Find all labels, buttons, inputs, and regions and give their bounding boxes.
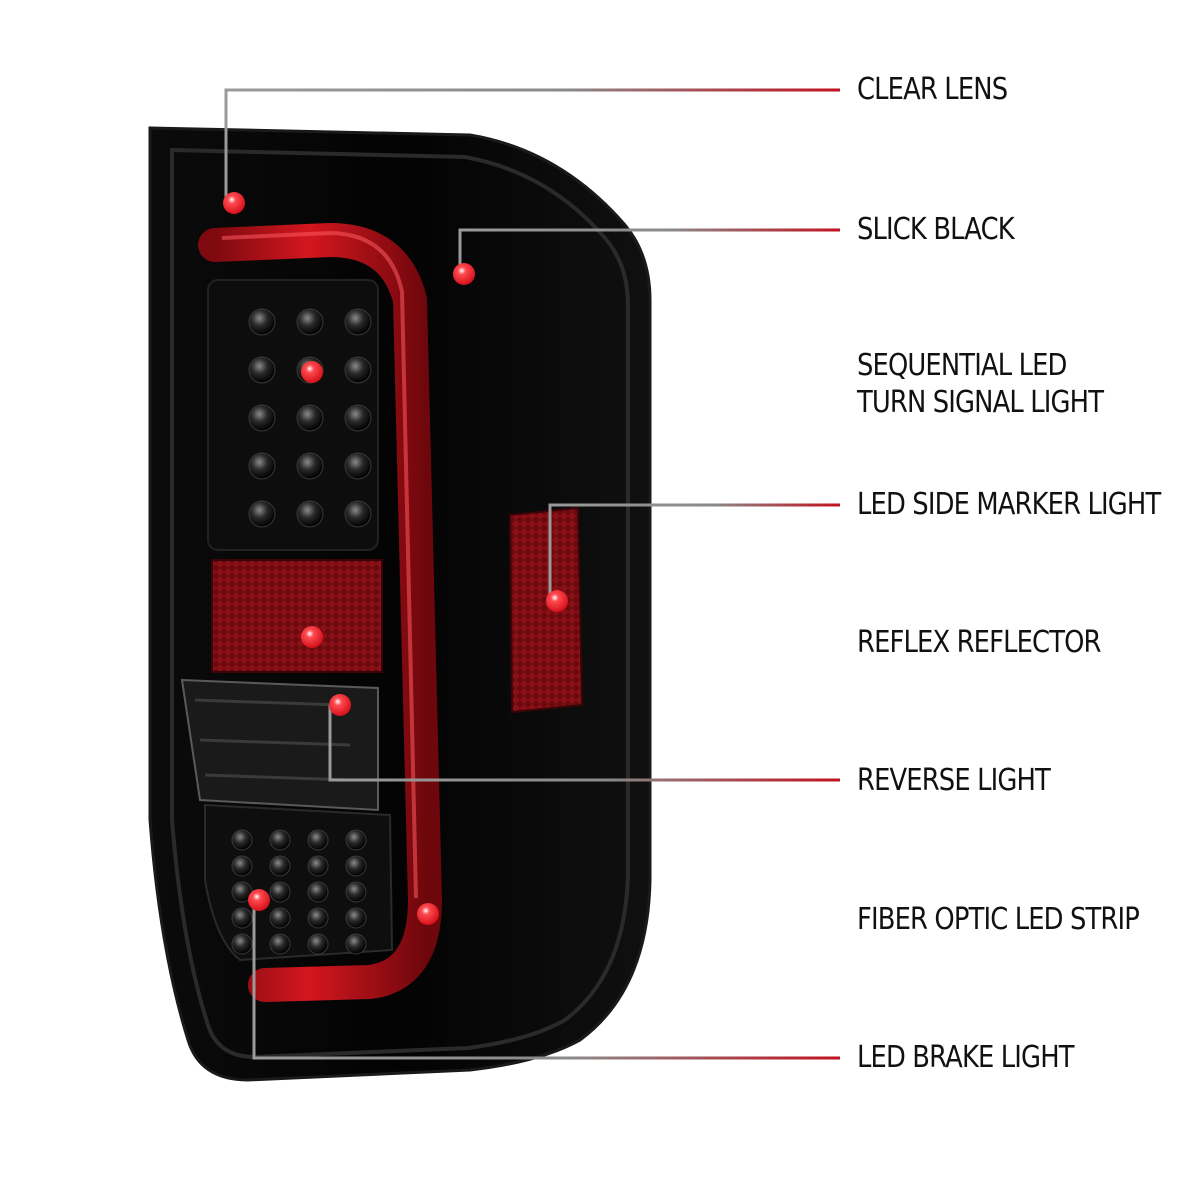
led-bulb	[307, 829, 329, 851]
brake-led-area	[204, 803, 394, 962]
callout-side-marker: LED SIDE MARKER LIGHT	[857, 487, 1161, 522]
led-bulb	[248, 356, 276, 384]
led-bulb	[344, 500, 372, 528]
led-bulb	[344, 452, 372, 480]
callout-reflex-reflector: REFLEX REFLECTOR	[857, 625, 1101, 660]
fiber-optic-strip	[198, 223, 442, 1002]
led-bulb	[269, 855, 291, 877]
led-bulb	[296, 308, 324, 336]
reflex-reflector-panel	[211, 559, 383, 673]
marker-dot-reflex-reflector	[301, 626, 323, 648]
led-bulb	[248, 308, 276, 336]
led-bulb	[345, 907, 367, 929]
led-bulb	[231, 933, 253, 955]
brake-leds	[231, 829, 367, 955]
led-bulb	[269, 907, 291, 929]
marker-dot-clear-lens	[223, 192, 245, 214]
turn-signal-leds	[248, 308, 372, 528]
callout-brake-light: LED BRAKE LIGHT	[857, 1040, 1074, 1075]
led-bulb	[345, 855, 367, 877]
led-bulb	[269, 829, 291, 851]
callout-reverse-light: REVERSE LIGHT	[857, 763, 1051, 798]
led-bulb	[296, 404, 324, 432]
led-bulb	[269, 933, 291, 955]
led-bulb	[307, 933, 329, 955]
led-bulb	[248, 452, 276, 480]
led-bulb	[248, 500, 276, 528]
led-bulb	[345, 829, 367, 851]
led-cavity	[207, 279, 379, 551]
led-bulb	[296, 452, 324, 480]
callout-sequential-led: SEQUENTIAL LED TURN SIGNAL LIGHT	[857, 348, 1104, 420]
led-bulb	[231, 907, 253, 929]
marker-dot-slick-black	[453, 263, 475, 285]
marker-dot-sequential-led	[301, 361, 323, 383]
marker-dot-brake-light	[248, 889, 270, 911]
leader-lines	[224, 88, 840, 1060]
led-bulb	[344, 356, 372, 384]
callout-clear-lens: CLEAR LENS	[857, 72, 1008, 107]
marker-dot-side-marker	[546, 590, 568, 612]
led-bulb	[307, 855, 329, 877]
side-marker-panel	[508, 506, 584, 714]
callout-fiber-optic: FIBER OPTIC LED STRIP	[857, 902, 1140, 937]
led-bulb	[345, 881, 367, 903]
led-bulb	[344, 308, 372, 336]
housing-bezel	[170, 147, 630, 1060]
led-bulb	[307, 881, 329, 903]
callout-slick-black: SLICK BLACK	[857, 212, 1015, 247]
marker-dot-reverse-light	[329, 694, 351, 716]
led-bulb	[231, 829, 253, 851]
led-bulb	[296, 500, 324, 528]
marker-dot-fiber-optic	[417, 903, 439, 925]
marker-dots	[223, 192, 568, 925]
led-bulb	[231, 855, 253, 877]
led-bulb	[307, 907, 329, 929]
led-bulb	[269, 881, 291, 903]
led-bulb	[344, 404, 372, 432]
led-bulb	[345, 933, 367, 955]
led-bulb	[248, 404, 276, 432]
